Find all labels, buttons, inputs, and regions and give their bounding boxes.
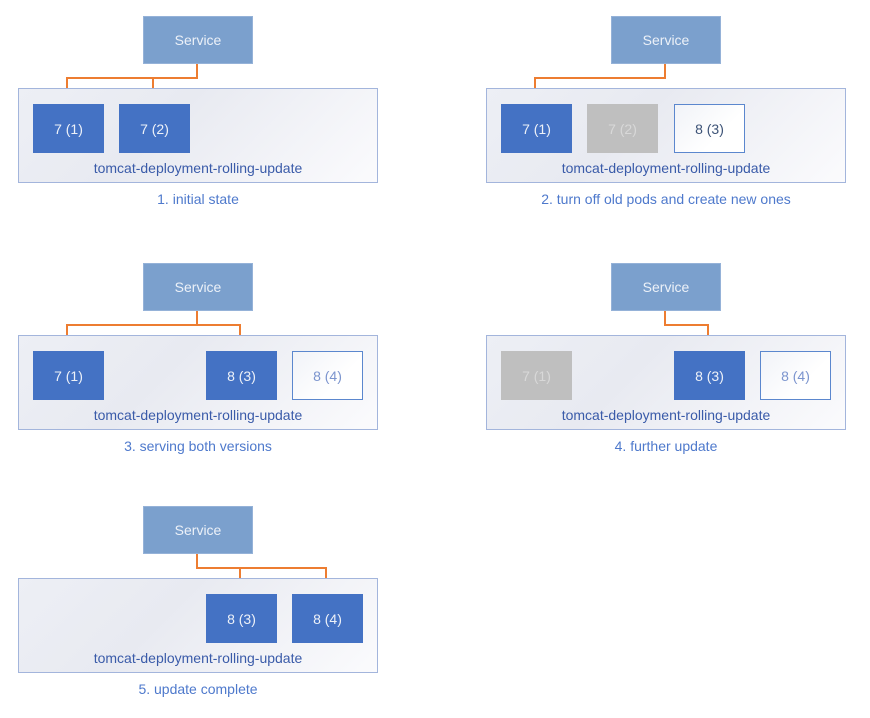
panel-caption: 1. initial state (157, 191, 239, 207)
pod-box: 7 (2) (587, 104, 658, 153)
service-label: Service (174, 522, 222, 538)
connector-drop (534, 77, 536, 93)
pod-box: 7 (1) (501, 104, 572, 153)
pod-box: 7 (2) (119, 104, 190, 153)
deployment-container: 7 (1) 8 (3) 8 (4) tomcat-deployment-roll… (18, 335, 378, 430)
connector-drop (325, 567, 327, 583)
panel-caption: 4. further update (614, 438, 718, 454)
pod-label: 8 (4) (781, 367, 810, 384)
pod-label: 7 (1) (54, 367, 83, 384)
connector-stem (664, 311, 666, 326)
connector-stem (196, 311, 198, 326)
deployment-container: 8 (3) 8 (4) tomcat-deployment-rolling-up… (18, 578, 378, 673)
connector-drop (152, 77, 154, 93)
connector-stem (196, 64, 198, 79)
connector-drop (66, 77, 68, 93)
deployment-container: 7 (1) 8 (3) 8 (4) tomcat-deployment-roll… (486, 335, 846, 430)
pod-box: 8 (3) (206, 351, 277, 400)
pod-label: 7 (2) (140, 120, 169, 137)
connector-drop (707, 324, 709, 340)
service-box: Service (143, 263, 253, 311)
panel-initial-state: Service 7 (1) 7 (2) tomcat-deployment-ro… (0, 0, 402, 225)
pod-label: 8 (3) (695, 367, 724, 384)
panel-update-complete: Service 8 (3) 8 (4) tomcat-deployment-ro… (0, 490, 402, 715)
connector-stem (196, 554, 198, 569)
service-box: Service (143, 506, 253, 554)
pod-box: 8 (4) (292, 351, 363, 400)
connector-branch (535, 77, 666, 79)
deployment-label: tomcat-deployment-rolling-update (93, 160, 303, 176)
service-box: Service (611, 263, 721, 311)
panel-caption: 2. turn off old pods and create new ones (541, 191, 791, 207)
pod-label: 8 (4) (313, 610, 342, 627)
service-box: Service (611, 16, 721, 64)
pod-label: 7 (1) (522, 120, 551, 137)
connector-branch (196, 567, 327, 569)
pod-label: 7 (2) (608, 120, 637, 137)
connector-branch (67, 77, 198, 79)
service-label: Service (174, 32, 222, 48)
panel-turn-off-old-pods: Service 7 (1) 7 (2) 8 (3) tomcat-deploym… (468, 0, 870, 225)
service-box: Service (143, 16, 253, 64)
panel-caption: 3. serving both versions (124, 438, 272, 454)
deployment-label: tomcat-deployment-rolling-update (561, 407, 771, 423)
connector-drop (239, 324, 241, 340)
pod-box: 8 (4) (760, 351, 831, 400)
service-label: Service (174, 279, 222, 295)
deployment-container: 7 (1) 7 (2) 8 (3) tomcat-deployment-roll… (486, 88, 846, 183)
pod-box: 8 (3) (674, 104, 745, 153)
pod-box: 7 (1) (501, 351, 572, 400)
panel-caption: 5. update complete (138, 681, 258, 697)
pod-label: 8 (3) (227, 610, 256, 627)
panel-serving-both-versions: Service 7 (1) 8 (3) 8 (4) tomcat-deploym… (0, 247, 402, 472)
service-label: Service (642, 279, 690, 295)
deployment-label: tomcat-deployment-rolling-update (93, 407, 303, 423)
pod-box: 8 (3) (206, 594, 277, 643)
connector-branch (664, 324, 709, 326)
pod-box: 8 (3) (674, 351, 745, 400)
deployment-container: 7 (1) 7 (2) tomcat-deployment-rolling-up… (18, 88, 378, 183)
pod-label: 7 (1) (522, 367, 551, 384)
pod-box: 8 (4) (292, 594, 363, 643)
connector-stem (664, 64, 666, 79)
connector-branch (67, 324, 241, 326)
deployment-label: tomcat-deployment-rolling-update (561, 160, 771, 176)
pod-label: 7 (1) (54, 120, 83, 137)
deployment-label: tomcat-deployment-rolling-update (93, 650, 303, 666)
connector-drop (66, 324, 68, 340)
connector-drop (239, 567, 241, 583)
panel-further-update: Service 7 (1) 8 (3) 8 (4) tomcat-deploym… (468, 247, 870, 472)
pod-box: 7 (1) (33, 104, 104, 153)
pod-label: 8 (3) (227, 367, 256, 384)
pod-label: 8 (4) (313, 367, 342, 384)
pod-label: 8 (3) (695, 120, 724, 137)
pod-box: 7 (1) (33, 351, 104, 400)
service-label: Service (642, 32, 690, 48)
